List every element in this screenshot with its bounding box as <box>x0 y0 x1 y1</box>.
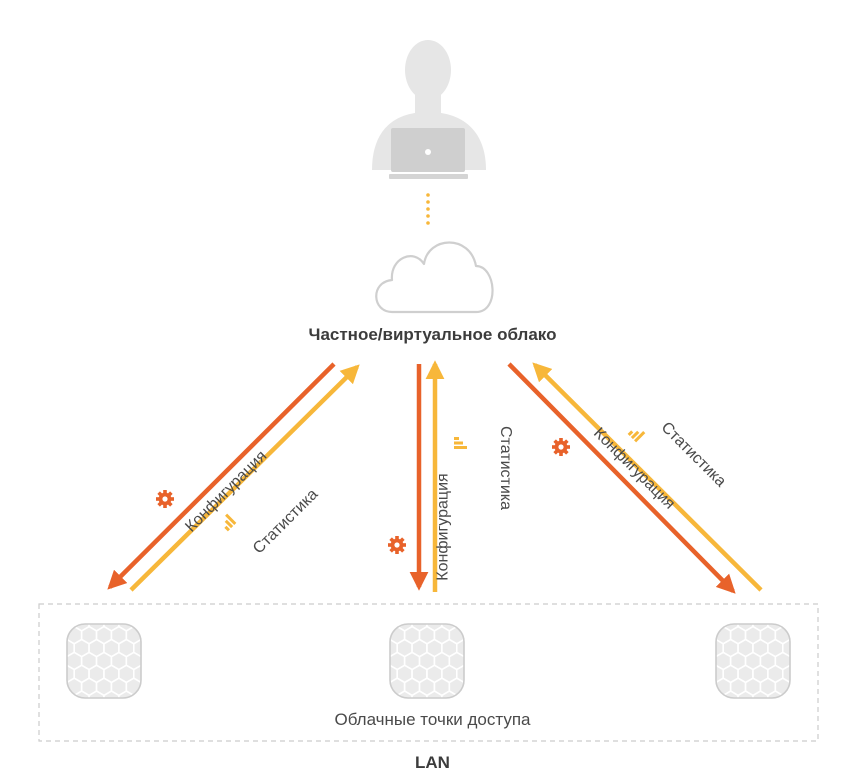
right-config-arrow <box>507 362 736 594</box>
left-stats-arrow <box>129 364 360 592</box>
bar-chart-icon <box>454 437 467 449</box>
access-point-icon <box>389 623 465 699</box>
lan-label: LAN <box>415 753 450 772</box>
access-points-caption: Облачные точки доступа <box>334 710 531 729</box>
bar-chart-icon <box>627 430 646 443</box>
lan-boundary <box>38 603 819 742</box>
link-right <box>507 362 763 594</box>
access-point-icon <box>66 623 142 699</box>
user-with-laptop-icon <box>372 40 486 179</box>
access-points <box>66 623 791 699</box>
gear-icon <box>388 536 406 554</box>
config-icons <box>156 438 570 554</box>
cloud-icon <box>375 241 494 314</box>
bar-chart-icon <box>224 513 237 532</box>
gear-icon <box>156 490 174 508</box>
link-left <box>107 362 360 592</box>
gear-icon <box>552 438 570 456</box>
access-point-icon <box>715 623 791 699</box>
cloud-label: Частное/виртуальное облако <box>308 325 557 344</box>
right-stats-arrow <box>532 362 763 592</box>
left-config-arrow <box>107 362 336 590</box>
center-config-label: Конфигурация <box>434 473 452 581</box>
user-cloud-connector <box>426 193 430 225</box>
link-center <box>409 360 445 592</box>
center-stats-label: Статистика <box>497 425 515 511</box>
